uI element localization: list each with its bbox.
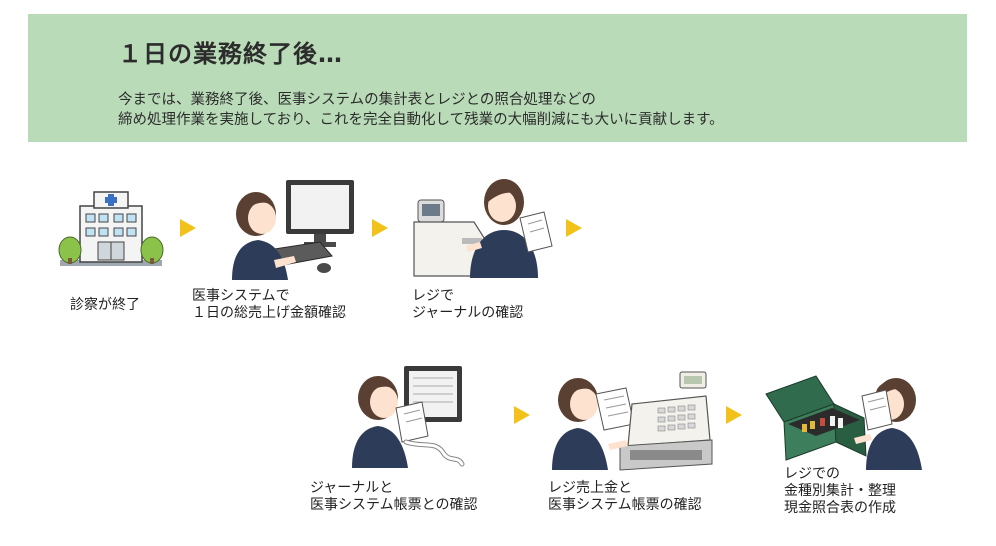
step-caption-6: レジでの 金種別集計・整理 現金照合表の作成: [784, 466, 896, 516]
cash-register-icon: [552, 371, 713, 471]
computer-worker-icon: [232, 180, 354, 280]
flow-arrow: [514, 406, 530, 424]
step-caption-3: レジで ジャーナルの確認: [412, 288, 524, 321]
header-description-line-2: 締め処理作業を実施しており、これを完全自動化して残業の大幅削減にも大いに貢献しま…: [118, 112, 724, 128]
header-banner: [28, 14, 967, 142]
step-caption-4: ジャーナルと 医事システム帳票との確認: [310, 480, 478, 513]
flow-arrow: [372, 219, 388, 237]
flow-arrow: [726, 406, 742, 424]
step-caption-1: 診察が終了: [70, 297, 140, 313]
step-caption-5: レジ売上金と 医事システム帳票の確認: [548, 480, 702, 513]
flow-arrow: [566, 219, 582, 237]
step-caption-2: 医事システムで １日の総売上げ金額確認: [192, 288, 346, 321]
header-description-line-1: 今までは、業務終了後、医事システムの集計表とレジとの照合処理などの: [118, 92, 596, 108]
register-journal-icon: [413, 179, 553, 278]
cash-box-icon: [765, 375, 922, 470]
flow-arrow: [180, 219, 196, 237]
compare-report-icon: [352, 366, 465, 468]
hospital-icon: [58, 191, 164, 266]
page-title: １日の業務終了後…: [118, 40, 343, 68]
